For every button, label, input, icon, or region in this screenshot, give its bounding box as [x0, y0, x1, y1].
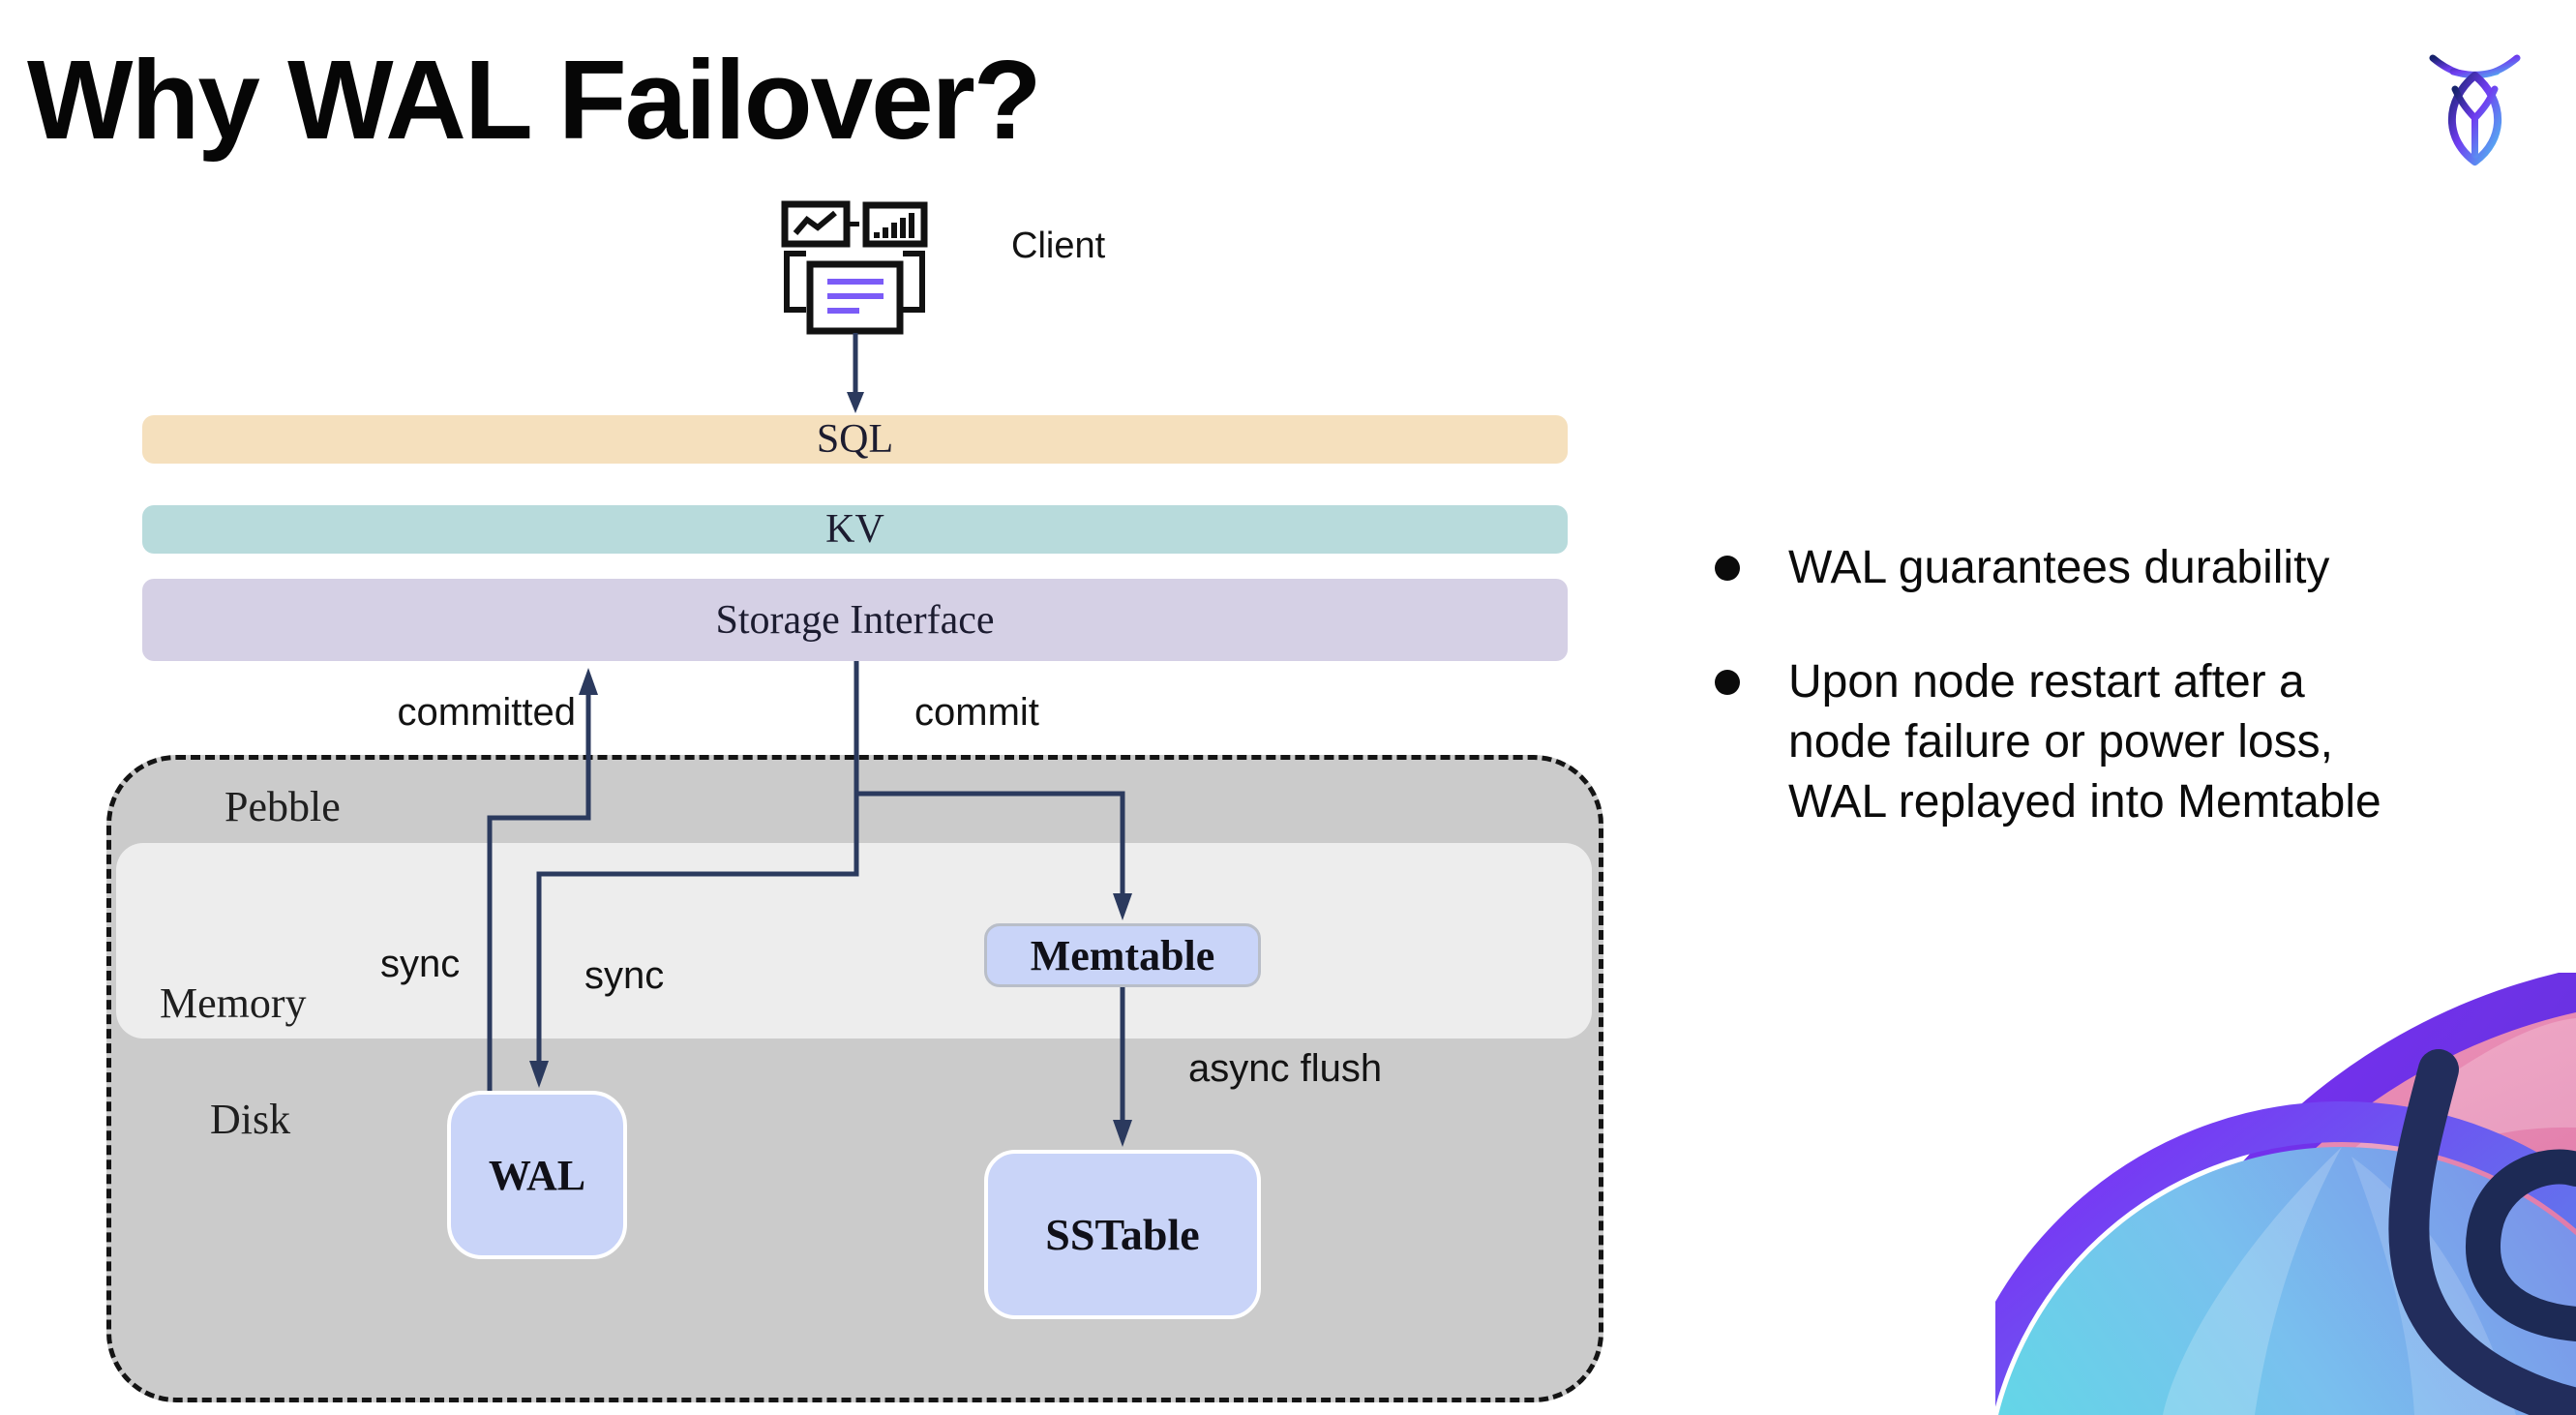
disk-zone-label: Disk — [210, 1096, 291, 1143]
client-monitors-document-icon — [781, 200, 928, 335]
logo-body — [2448, 72, 2501, 166]
committed-edge-label: committed — [397, 691, 577, 734]
art-blue-leaf-2 — [2351, 1157, 2516, 1415]
line-chart-glyph — [793, 210, 837, 235]
left-bracket-icon — [784, 251, 806, 313]
art-dark-loop-stroke — [2466, 1149, 2576, 1341]
bullet-text: Upon node restart after a node failure o… — [1788, 656, 2381, 828]
art-gradient-ring — [1995, 1101, 2576, 1407]
layer-sql: SQL — [142, 415, 1568, 464]
brand-art-decoration — [1995, 973, 2576, 1415]
page-title: Why WAL Failover? — [27, 37, 1042, 163]
sync-up-edge-label: sync — [380, 943, 461, 985]
memory-zone-label: Memory — [160, 979, 307, 1027]
document-text-lines — [827, 279, 884, 314]
art-pink-highlight — [2264, 1018, 2576, 1253]
wal-node-label: WAL — [488, 1151, 586, 1199]
async-flush-edge-label: async flush — [1188, 1047, 1383, 1090]
client-to-sql-arrow — [847, 333, 864, 413]
sstable-node: SSTable — [984, 1150, 1261, 1319]
art-violet-ring — [2108, 973, 2576, 1415]
logo-y-vein — [2451, 85, 2499, 159]
cockroachdb-logo-icon — [2429, 54, 2521, 166]
art-blue-circle — [1998, 1147, 2576, 1415]
layer-sql-label: SQL — [816, 417, 894, 462]
dash-connector — [850, 222, 859, 226]
bullet-dot-icon — [1715, 556, 1740, 581]
document-icon — [806, 260, 904, 335]
sstable-node-label: SSTable — [1045, 1210, 1200, 1259]
layer-kv-label: KV — [825, 507, 884, 552]
layer-kv: KV — [142, 505, 1568, 554]
wal-node: WAL — [447, 1091, 627, 1259]
bullet-dot-icon — [1715, 670, 1740, 695]
art-pink-circle — [2124, 979, 2576, 1415]
list-item: WAL guarantees durability — [1713, 538, 2497, 598]
art-blue-leaf-1 — [2163, 1147, 2342, 1415]
bullet-text: WAL guarantees durability — [1788, 542, 2330, 593]
memory-zone — [116, 843, 1592, 1039]
art-dark-body-stroke — [2388, 1049, 2576, 1415]
line-chart-icon — [781, 200, 851, 248]
list-item: Upon node restart after a node failure o… — [1713, 652, 2497, 832]
commit-edge-label: commit — [914, 691, 1039, 734]
bullet-list: WAL guarantees durability Upon node rest… — [1713, 538, 2497, 887]
memtable-node-label: Memtable — [1030, 931, 1215, 979]
right-bracket-icon — [903, 251, 925, 313]
layer-storage-label: Storage Interface — [715, 597, 995, 643]
layer-storage-interface: Storage Interface — [142, 579, 1568, 661]
sync-down-edge-label: sync — [584, 954, 665, 997]
logo-antenna-right — [2449, 54, 2521, 78]
client-label: Client — [1011, 226, 1106, 266]
bar-chart-icon — [862, 201, 928, 248]
pebble-label: Pebble — [225, 783, 341, 830]
logo-antenna-left — [2429, 54, 2501, 78]
brand-art-shapes — [1995, 973, 2576, 1415]
memtable-node: Memtable — [984, 923, 1261, 987]
bar-chart-glyph — [874, 213, 914, 238]
